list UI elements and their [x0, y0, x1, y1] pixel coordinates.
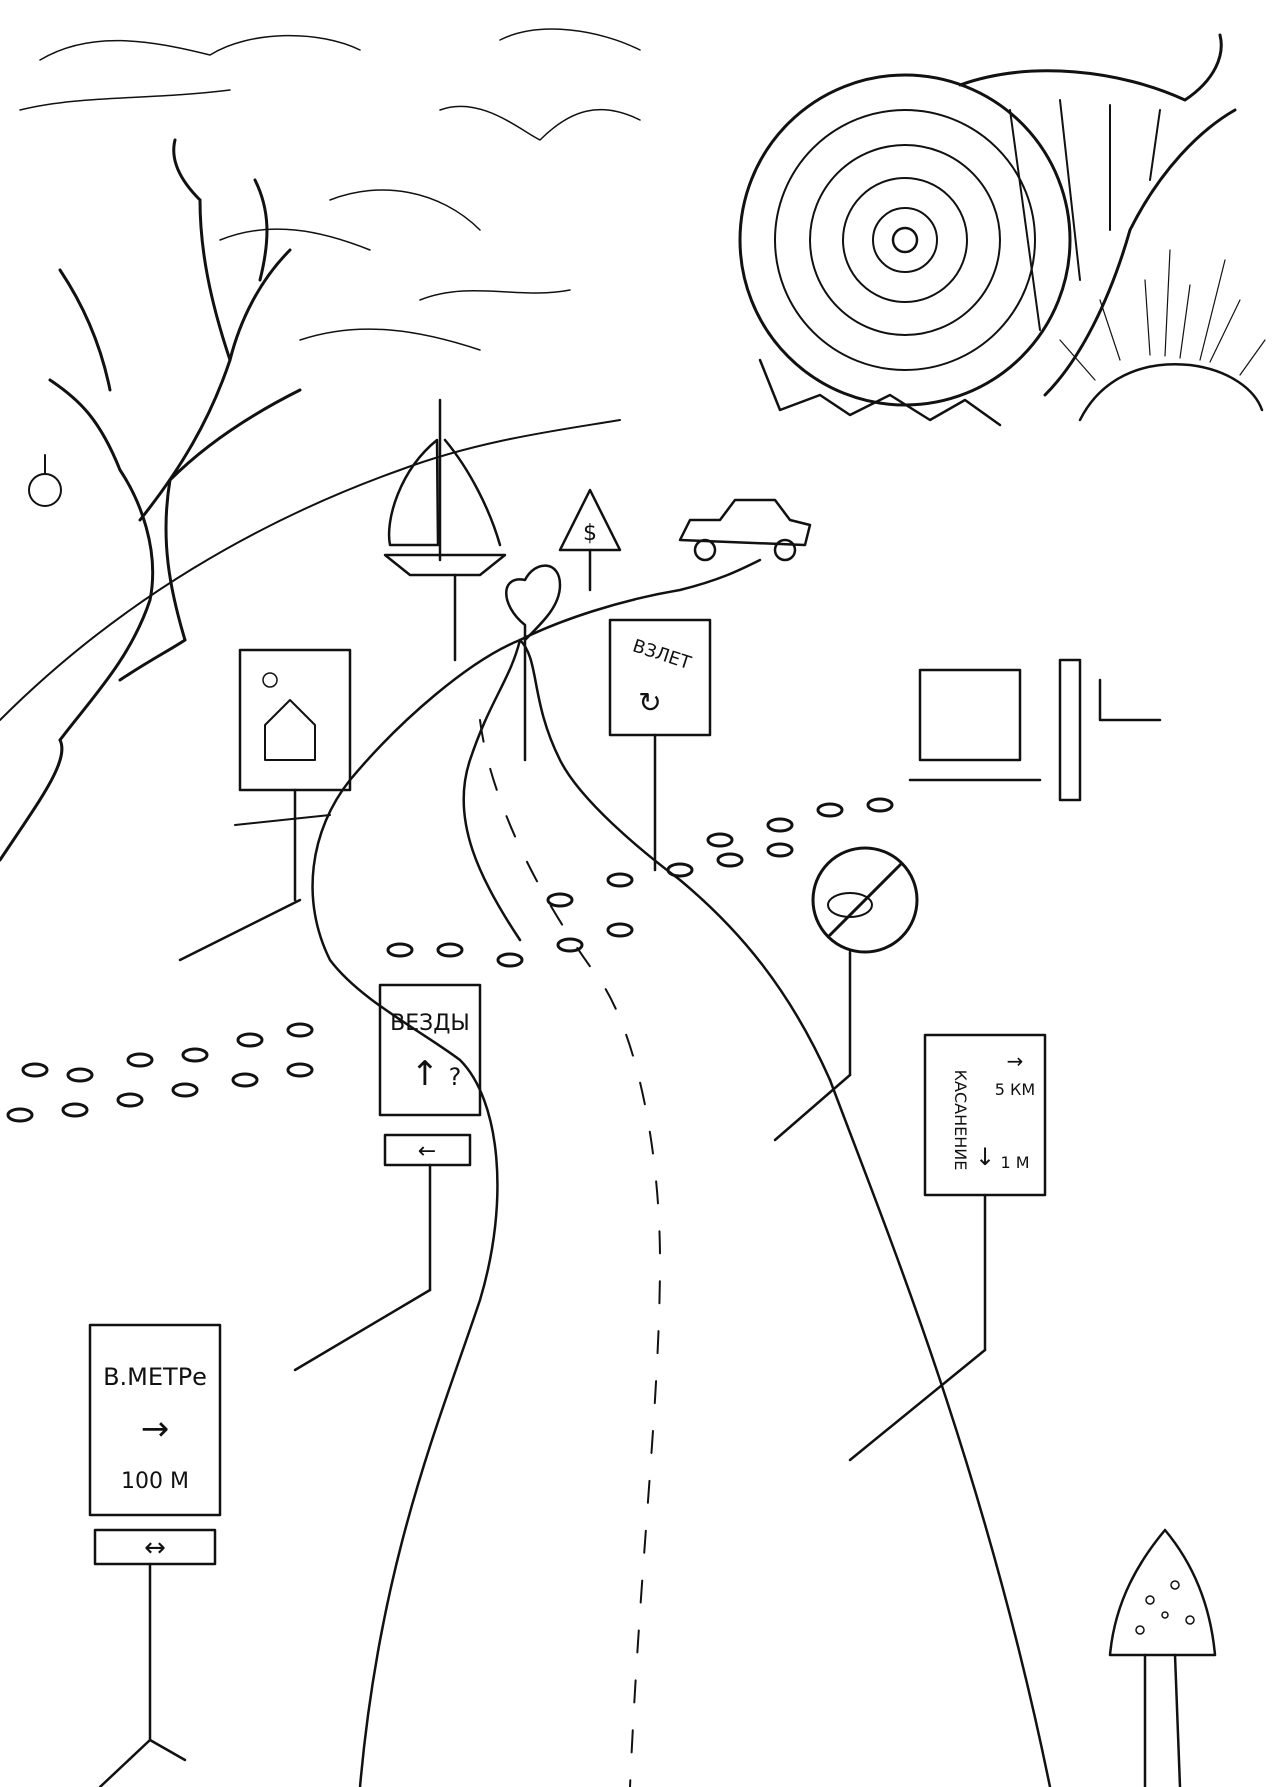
- vezdy-sign: ВЕЗДЫ ↑ ? ←: [293, 983, 482, 1372]
- money-sign: $: [558, 488, 622, 592]
- vezdy-sign-arrow: ↑: [411, 1054, 440, 1094]
- bare-tree: [0, 138, 302, 862]
- money-sign-glyph: $: [583, 521, 597, 546]
- far-hill: [0, 419, 621, 721]
- house-sign: [178, 648, 352, 962]
- vezdy-sign-mark: ?: [449, 1063, 462, 1091]
- town-sign-arrow: →: [141, 1409, 170, 1449]
- heart-junction: [505, 564, 562, 762]
- kasanie-sign-bottom-arrow: ↓: [975, 1143, 995, 1171]
- road: [311, 558, 1052, 1787]
- sun: [1059, 249, 1266, 422]
- kasanie-sign-top-arrow: →: [1007, 1049, 1024, 1073]
- town-sign-line1: В.МЕТРе: [103, 1363, 207, 1391]
- town-sign-plate-arrow: ↔: [144, 1533, 166, 1563]
- buildings: [908, 658, 1162, 802]
- no-smoking-icon: [827, 892, 873, 918]
- kasanie-sign-word: КАСАНЕНИЕ: [951, 1070, 970, 1171]
- vezdy-sign-word: ВЕЗДЫ: [390, 1011, 470, 1036]
- no-smoking-sign: [773, 846, 919, 1142]
- sailboat: [383, 398, 507, 662]
- town-sign: В.МЕТРе → 100 М ↔: [88, 1323, 222, 1787]
- kasanie-sign-bottom-dist: 1 М: [1000, 1153, 1029, 1172]
- mushroom: [1108, 1528, 1217, 1787]
- kasanie-sign-top-dist: 5 КМ: [995, 1080, 1035, 1099]
- car: [678, 498, 812, 562]
- clouds: [19, 28, 641, 351]
- vzlet-sign-glyph: ↻: [638, 686, 661, 719]
- snail-shell: [738, 33, 1237, 427]
- kasanie-sign: КАСАНЕНИЕ → 5 КМ ↓ 1 М: [848, 1033, 1047, 1462]
- footprint-trail: [6, 797, 894, 1123]
- town-sign-line2: 100 М: [121, 1469, 189, 1494]
- vezdy-sign-plate-arrow: ←: [418, 1139, 436, 1164]
- road-center-line: [479, 719, 661, 1787]
